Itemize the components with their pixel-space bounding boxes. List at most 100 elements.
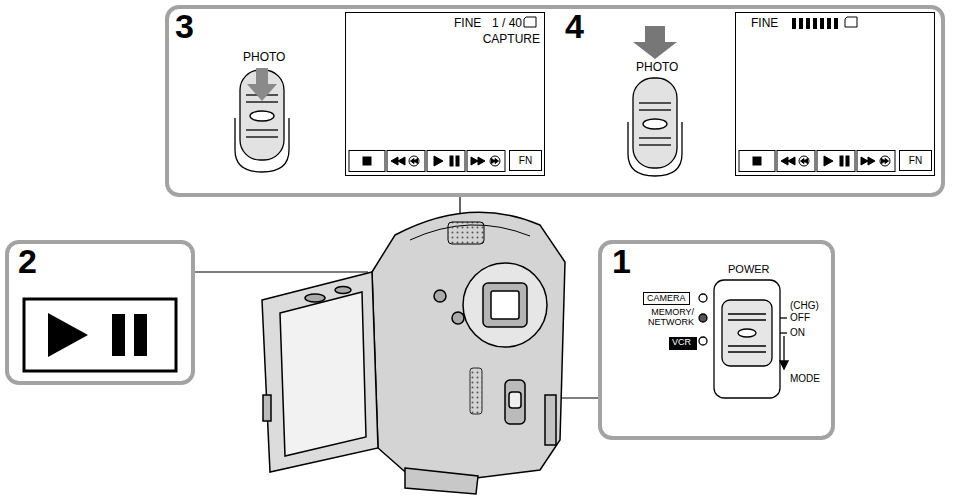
control-bar bbox=[456, 156, 459, 166]
quality-indicator: FINE bbox=[751, 17, 778, 31]
control-bar bbox=[882, 159, 889, 164]
control-bar bbox=[524, 17, 536, 27]
power-switch bbox=[699, 280, 788, 398]
lcd-screen: FN FINE bbox=[735, 12, 935, 176]
play-pause-icon bbox=[134, 314, 147, 356]
control-bar bbox=[391, 157, 405, 165]
step-number: 1 bbox=[612, 242, 631, 281]
step-panel: CAMERA VCR 1 bbox=[598, 240, 835, 440]
photo-button-pressed bbox=[639, 137, 671, 138]
power-switch bbox=[780, 361, 788, 369]
camcorder-body bbox=[505, 380, 525, 424]
step-panel: FNFINE1 / 40CAPTUREFNFINE34 bbox=[165, 5, 945, 197]
step-number: 4 bbox=[565, 7, 584, 46]
play-pause-icon bbox=[24, 299, 176, 371]
control-bar bbox=[387, 151, 425, 172]
control-bar bbox=[824, 156, 833, 166]
photo-button bbox=[250, 111, 274, 121]
power-switch bbox=[728, 345, 766, 346]
quality-indicator: FINE bbox=[454, 17, 481, 31]
leader-lines bbox=[561, 397, 598, 398]
control-bar bbox=[490, 156, 500, 166]
control-bar bbox=[363, 157, 371, 165]
control-bar bbox=[777, 151, 815, 172]
switch-position: MODE bbox=[790, 373, 820, 385]
control-bar bbox=[813, 18, 817, 29]
control-bar bbox=[834, 18, 838, 29]
control-bar bbox=[827, 18, 831, 29]
power-switch bbox=[728, 313, 766, 314]
step-panel: 2 bbox=[5, 240, 195, 385]
control-bar bbox=[492, 159, 499, 164]
photo-button bbox=[246, 129, 278, 130]
control-bar bbox=[820, 18, 824, 29]
step-number: 2 bbox=[18, 242, 37, 281]
button-label: FN bbox=[909, 155, 922, 167]
power-switch bbox=[780, 332, 787, 333]
camcorder-body bbox=[263, 395, 271, 421]
control-bar bbox=[857, 151, 895, 172]
status-text: CAPTURE bbox=[483, 33, 540, 47]
camcorder-body bbox=[448, 222, 484, 244]
camcorder-body bbox=[305, 294, 325, 302]
power-switch bbox=[728, 351, 766, 352]
photo-button-pressed bbox=[633, 78, 677, 168]
control-bar bbox=[806, 18, 810, 29]
control-bar bbox=[781, 157, 795, 165]
play-pause-icon bbox=[48, 313, 88, 357]
camcorder-body bbox=[262, 272, 378, 472]
camcorder-body bbox=[434, 290, 446, 302]
power-switch bbox=[738, 329, 756, 337]
control-bar bbox=[845, 17, 857, 27]
photo-button-pressed bbox=[628, 26, 682, 176]
control-bar bbox=[450, 156, 453, 166]
leader-lines bbox=[459, 197, 460, 214]
control-bar bbox=[467, 151, 505, 172]
control-bar bbox=[427, 151, 465, 172]
power-switch bbox=[728, 319, 766, 320]
control-bar bbox=[840, 156, 843, 166]
camcorder-body bbox=[452, 312, 464, 324]
control-bar bbox=[411, 159, 418, 164]
power-switch bbox=[699, 337, 707, 345]
switch-position: (CHG) OFF bbox=[790, 300, 824, 323]
photo-button-pressed bbox=[639, 144, 671, 145]
control-bar bbox=[409, 156, 419, 166]
control-bar bbox=[880, 156, 890, 166]
control-bar bbox=[471, 157, 485, 165]
power-switch bbox=[699, 294, 707, 302]
camcorder-body bbox=[470, 368, 482, 414]
control-bar bbox=[799, 18, 803, 29]
control-bar bbox=[434, 156, 443, 166]
control-bar bbox=[861, 157, 875, 165]
button-name: PHOTO bbox=[243, 51, 285, 65]
camcorder-body bbox=[509, 392, 521, 408]
fn-button: FN bbox=[509, 150, 542, 171]
control-bar bbox=[349, 151, 385, 172]
power-switch bbox=[783, 336, 784, 362]
button-label: FN bbox=[519, 155, 532, 167]
photo-button-pressed bbox=[639, 109, 671, 110]
button-name: PHOTO bbox=[636, 61, 678, 75]
photo-button bbox=[247, 68, 277, 101]
mode-label: CAMERA bbox=[647, 293, 686, 303]
control-bar bbox=[792, 18, 796, 29]
power-switch bbox=[780, 317, 787, 318]
leader-lines bbox=[195, 271, 368, 272]
camcorder-body bbox=[280, 292, 366, 456]
switch-name: POWER bbox=[728, 263, 770, 276]
camcorder-body bbox=[491, 291, 519, 319]
mode-lamp-label: CAMERA bbox=[643, 292, 690, 305]
fn-button: FN bbox=[899, 150, 932, 171]
camcorder-body bbox=[262, 212, 565, 494]
switch-position: ON bbox=[790, 327, 805, 339]
image-counter: 1 / 40 bbox=[492, 17, 522, 31]
camcorder-body bbox=[463, 263, 547, 347]
photo-button bbox=[235, 68, 289, 172]
control-bar bbox=[349, 17, 895, 172]
photo-button-pressed bbox=[639, 102, 671, 103]
control-bar bbox=[739, 151, 775, 172]
mode-lamp-label: VCR bbox=[669, 337, 697, 350]
control-bar bbox=[753, 157, 761, 165]
